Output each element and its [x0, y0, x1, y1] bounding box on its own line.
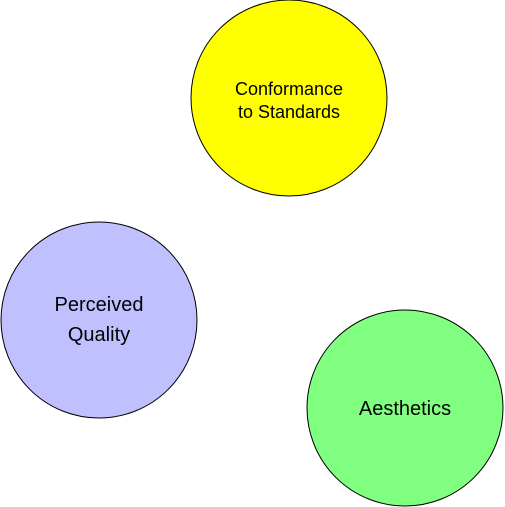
- conformance-label-line-2: to Standards: [238, 102, 340, 122]
- node-aesthetics: Aesthetics: [306, 309, 504, 507]
- aesthetics-circle: [306, 309, 504, 507]
- node-perceived-quality: Perceived Quality: [0, 221, 198, 419]
- aesthetics-label: Aesthetics: [359, 398, 451, 420]
- perceived-label-line-1: Perceived: [55, 294, 144, 316]
- node-conformance-to-standards: Conformance to Standards: [190, 0, 388, 197]
- conformance-label-line-1: Conformance: [235, 79, 343, 99]
- perceived-quality-circle: [0, 221, 198, 419]
- perceived-label-line-2: Quality: [68, 324, 130, 346]
- conformance-circle: [190, 0, 388, 197]
